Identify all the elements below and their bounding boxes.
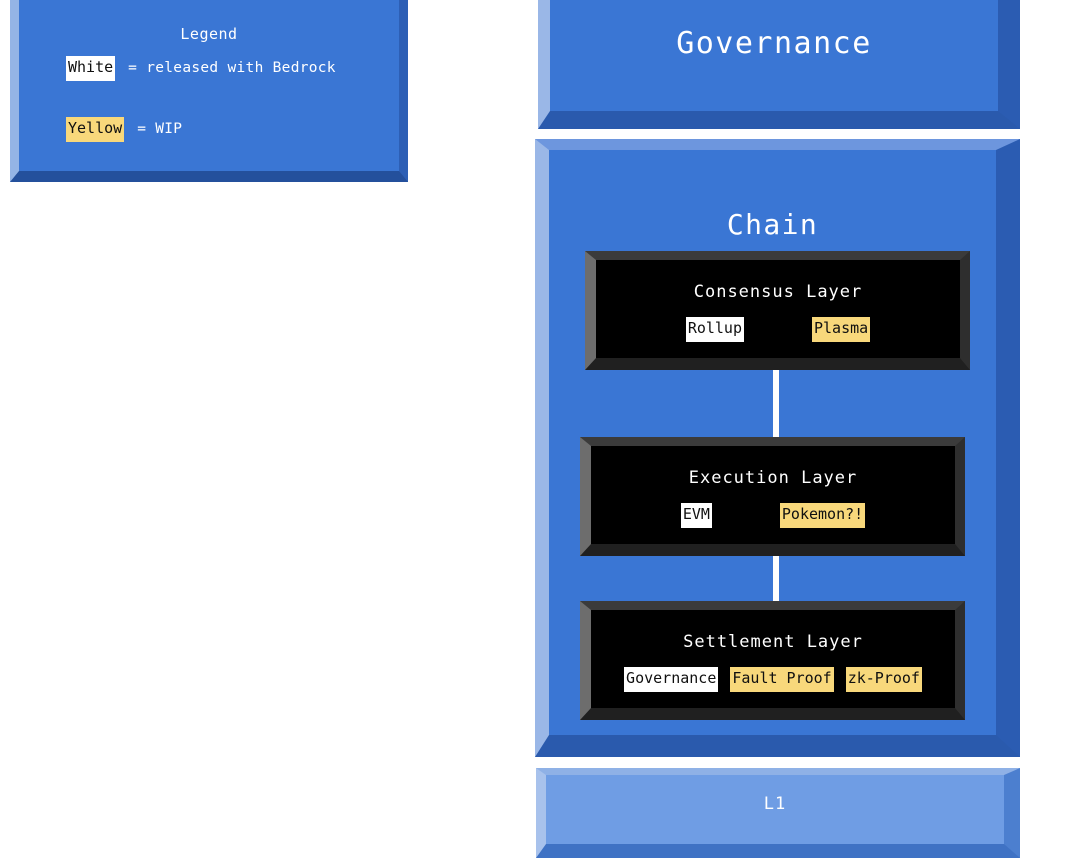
legend-desc-white: = released with Bedrock — [128, 60, 336, 77]
governance-label: Governance — [676, 26, 872, 61]
connector-consensus-to-execution — [773, 370, 779, 438]
legend-desc-yellow: = WIP — [137, 121, 183, 138]
governance-box: Governance — [538, 0, 1020, 129]
settlement-layer-tags: Governance Fault Proof zk-Proof — [597, 667, 949, 692]
legend-tag-white: White — [66, 56, 116, 81]
tag-zk-proof: zk-Proof — [845, 667, 922, 692]
settlement-layer-title: Settlement Layer — [683, 632, 863, 652]
tag-fault-proof: Fault Proof — [730, 667, 834, 692]
execution-layer-panel: Execution Layer EVM Pokemon?! — [580, 437, 965, 556]
execution-layer-tags: EVM Pokemon?! — [597, 503, 949, 528]
legend-row-white: White = released with Bedrock — [66, 56, 336, 81]
l1-box: L1 — [536, 768, 1020, 858]
l1-label: L1 — [763, 794, 787, 814]
tag-evm: EVM — [680, 503, 712, 528]
chain-label: Chain — [726, 208, 819, 241]
consensus-layer-tags: Rollup Plasma — [602, 317, 954, 342]
legend-tag-yellow: Yellow — [66, 117, 125, 142]
connector-execution-to-settlement — [773, 556, 779, 602]
tag-pokemon: Pokemon?! — [779, 503, 866, 528]
execution-layer-title: Execution Layer — [688, 468, 858, 488]
legend-row-yellow: Yellow = WIP — [66, 117, 182, 142]
tag-plasma: Plasma — [812, 317, 871, 342]
consensus-layer-panel: Consensus Layer Rollup Plasma — [585, 251, 970, 370]
legend-title: Legend — [180, 25, 238, 43]
tag-governance: Governance — [624, 667, 719, 692]
tag-rollup: Rollup — [685, 317, 744, 342]
legend-card: Legend White = released with Bedrock Yel… — [10, 0, 408, 182]
settlement-layer-panel: Settlement Layer Governance Fault Proof … — [580, 601, 965, 720]
consensus-layer-title: Consensus Layer — [693, 282, 863, 302]
